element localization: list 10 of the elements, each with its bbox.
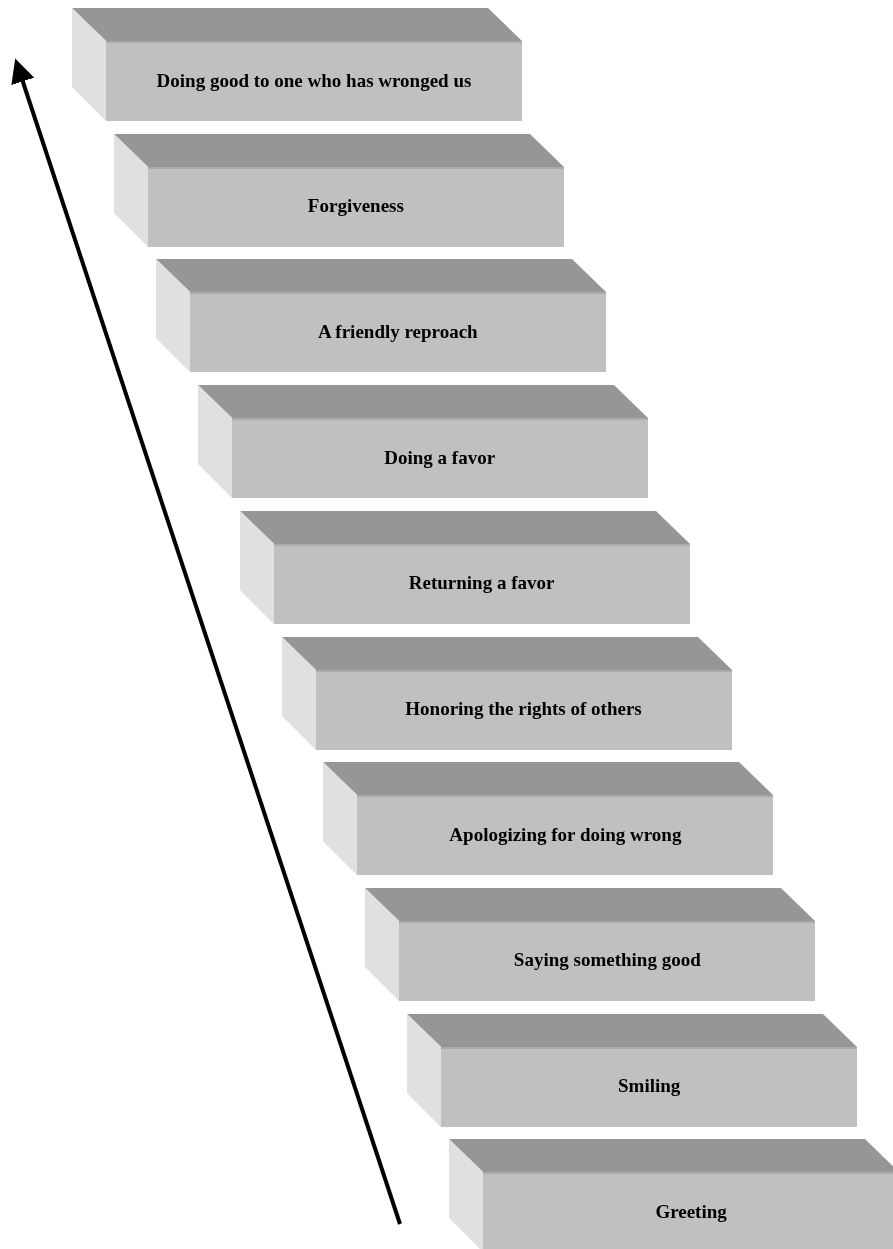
step-label: Returning a favor [408, 572, 555, 596]
step-label: Saying something good [513, 949, 701, 973]
step-label: Doing good to one who has wronged us [156, 69, 472, 93]
step-label: Honoring the rights of others [405, 698, 642, 721]
step-label: Doing a favor [384, 446, 496, 470]
step-label: Greeting [655, 1200, 727, 1224]
step-label: Forgiveness [307, 195, 404, 219]
step-label: A friendly reproach [317, 321, 478, 344]
step-label: Smiling [618, 1075, 681, 1098]
step-label: Apologizing for doing wrong [449, 823, 682, 847]
